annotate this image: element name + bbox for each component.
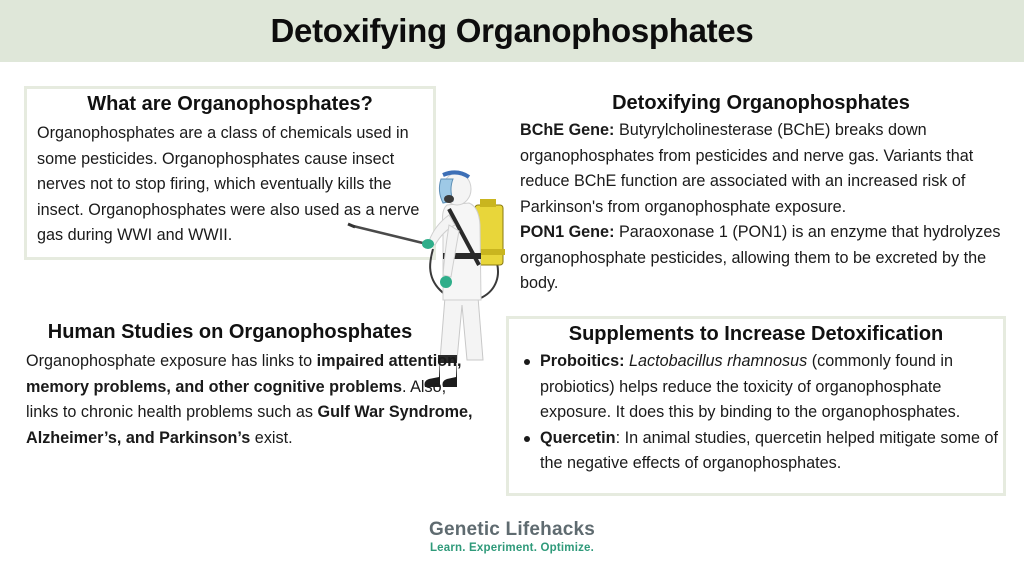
human-studies-title: Human Studies on Organophosphates <box>47 321 413 343</box>
list-item: Quercetin: In animal studies, quercetin … <box>520 426 1000 477</box>
pon1-text: Paraoxonase 1 (PON1) is an enzyme that h… <box>520 223 1001 292</box>
human-bold-1: impaired attention, memory problems, and… <box>26 352 462 396</box>
brand-tagline: Learn. Experiment. Optimize. <box>429 542 595 554</box>
supplement-text: : In animal studies, quercetin helped mi… <box>540 428 998 473</box>
brand-name: Genetic Lifehacks <box>428 519 596 540</box>
detox-text: BChE Gene: Butyrylcholinesterase (BChE) … <box>520 118 1010 297</box>
human-text-3: exist. <box>250 428 293 447</box>
header-banner: Detoxifying Organophosphates <box>0 0 1024 62</box>
what-are-text: Organophosphates are a class of chemical… <box>37 124 420 244</box>
supplements-list: Proboitics: Lactobacillus rhamnosus (com… <box>520 349 1000 477</box>
brand-logo: Genetic Lifehacks Learn. Experiment. Opt… <box>412 519 612 554</box>
page-title: Detoxifying Organophosphates <box>270 12 754 49</box>
bche-text: Butyrylcholinesterase (BChE) breaks down… <box>520 121 974 216</box>
human-bold-2: Gulf War Syndrome, Alzheimer’s, and Park… <box>26 403 473 447</box>
pon1-label: PON1 Gene: <box>520 223 615 241</box>
supplement-label: Proboitics: <box>540 352 625 370</box>
human-text-1: Organophosphate exposure has links to <box>26 352 317 370</box>
pesticide-sprayer-worker-icon <box>347 170 505 387</box>
supplements-title: Supplements to Increase Detoxification <box>568 323 944 345</box>
human-studies-text: Organophosphate exposure has links to im… <box>26 349 476 451</box>
supplements-box <box>506 316 1006 496</box>
supplement-italic: Lactobacillus rhamnosus <box>629 352 808 370</box>
supplement-label: Quercetin <box>540 428 616 447</box>
detox-title: Detoxifying Organophosphates <box>612 92 910 114</box>
supplement-text: (commonly found in probiotics) helps red… <box>540 352 961 421</box>
what-are-title: What are Organophosphates? <box>87 93 373 115</box>
pon1-paragraph: PON1 Gene: Paraoxonase 1 (PON1) is an en… <box>520 220 1010 297</box>
list-item: Proboitics: Lactobacillus rhamnosus (com… <box>520 349 1000 426</box>
what-are-box <box>24 86 436 260</box>
human-text-2: . Also, links to chronic health problems… <box>26 377 447 422</box>
bche-label: BChE Gene: <box>520 121 615 139</box>
bche-paragraph: BChE Gene: Butyrylcholinesterase (BChE) … <box>520 118 1010 220</box>
